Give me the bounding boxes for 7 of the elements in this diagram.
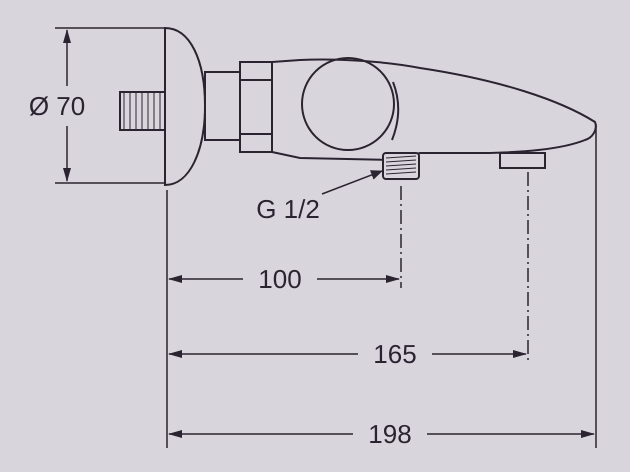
dimension-label: 165 bbox=[373, 338, 417, 370]
dimension-label: 198 bbox=[368, 418, 412, 450]
dimension-label: 100 bbox=[258, 262, 302, 296]
dimension-label: Ø 70 bbox=[28, 90, 86, 122]
leader-line bbox=[322, 170, 383, 195]
thread-outlet bbox=[382, 152, 420, 180]
thread-size-label: G 1/2 bbox=[256, 192, 320, 226]
